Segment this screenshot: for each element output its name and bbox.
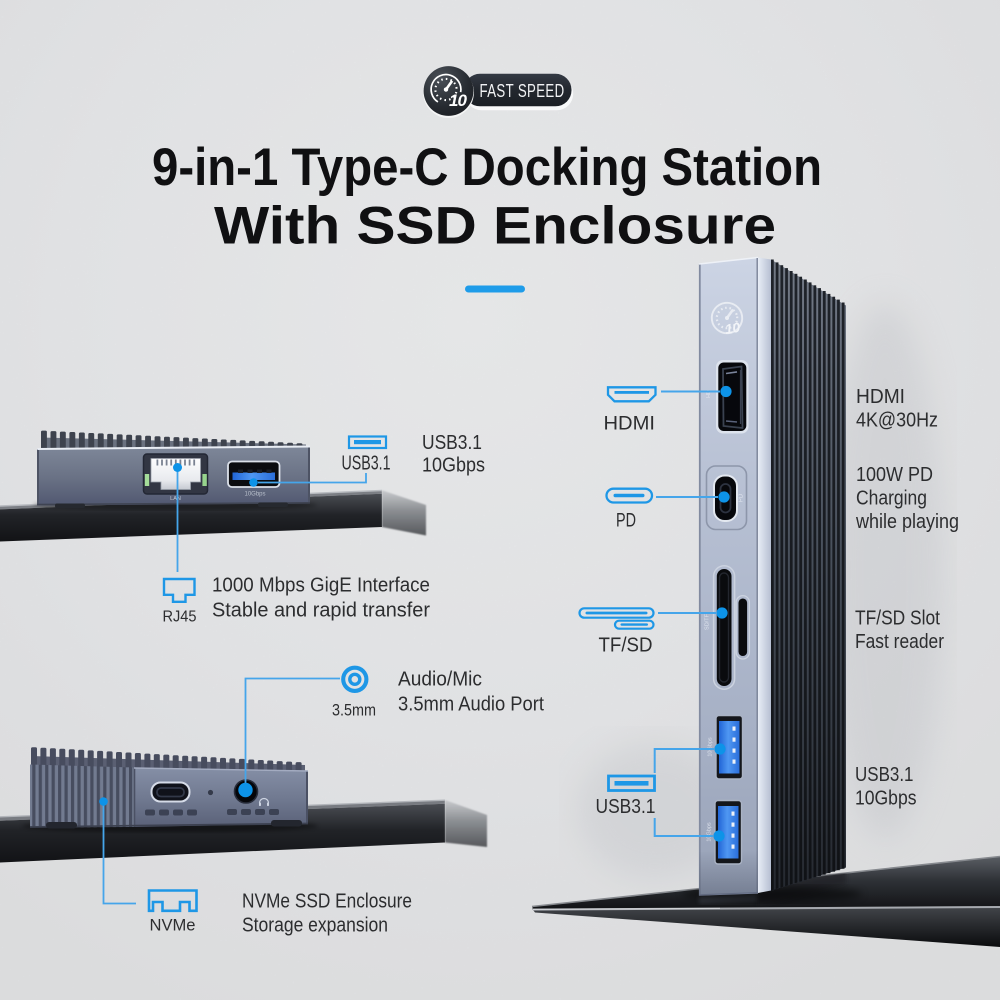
svg-text:LAN: LAN xyxy=(170,496,181,502)
svg-text:10: 10 xyxy=(724,320,741,337)
svg-text:100W PD: 100W PD xyxy=(856,464,933,486)
svg-text:PD: PD xyxy=(616,511,636,532)
svg-text:3.5mm Audio Port: 3.5mm Audio Port xyxy=(398,694,544,716)
svg-text:HDMI: HDMI xyxy=(856,386,905,408)
svg-text:10Gbps: 10Gbps xyxy=(707,822,713,842)
svg-text:TF/SD: TF/SD xyxy=(599,635,653,657)
svg-text:Charging: Charging xyxy=(856,488,927,510)
svg-text:3.5mm: 3.5mm xyxy=(332,702,376,720)
svg-text:RJ45: RJ45 xyxy=(163,609,197,626)
svg-text:HDMI: HDMI xyxy=(604,414,656,435)
svg-text:10Gbps: 10Gbps xyxy=(422,454,485,477)
svg-text:NVMe: NVMe xyxy=(150,917,196,935)
svg-text:9-in-1 Type-C Docking Station: 9-in-1 Type-C Docking Station xyxy=(152,138,822,197)
svg-text:Audio/Mic: Audio/Mic xyxy=(398,669,482,691)
svg-text:USB3.1: USB3.1 xyxy=(422,431,482,454)
svg-text:USB3.1: USB3.1 xyxy=(596,796,656,818)
svg-text:10: 10 xyxy=(449,91,467,110)
svg-text:SD/TF: SD/TF xyxy=(705,613,711,630)
svg-text:With SSD Enclosure: With SSD Enclosure xyxy=(214,197,776,256)
svg-text:USB3.1: USB3.1 xyxy=(342,453,391,475)
svg-text:4K@30Hz: 4K@30Hz xyxy=(856,410,938,432)
svg-text:HD: HD xyxy=(706,390,712,398)
svg-text:10Gbps: 10Gbps xyxy=(708,737,714,757)
svg-text:Stable and rapid transfer: Stable and rapid transfer xyxy=(212,600,430,622)
svg-text:FAST SPEED: FAST SPEED xyxy=(480,81,565,101)
svg-text:PD: PD xyxy=(739,493,745,502)
svg-text:1000 Mbps GigE Interface: 1000 Mbps GigE Interface xyxy=(212,575,430,597)
svg-text:USB3.1: USB3.1 xyxy=(855,764,914,786)
svg-text:while playing: while playing xyxy=(855,511,959,533)
svg-text:Fast reader: Fast reader xyxy=(855,631,944,653)
svg-text:Storage expansion: Storage expansion xyxy=(242,915,388,937)
svg-text:10Gbps: 10Gbps xyxy=(244,492,265,498)
svg-text:NVMe SSD Enclosure: NVMe SSD Enclosure xyxy=(242,891,412,913)
svg-text:10Gbps: 10Gbps xyxy=(855,788,917,810)
svg-text:TF/SD Slot: TF/SD Slot xyxy=(855,608,940,630)
